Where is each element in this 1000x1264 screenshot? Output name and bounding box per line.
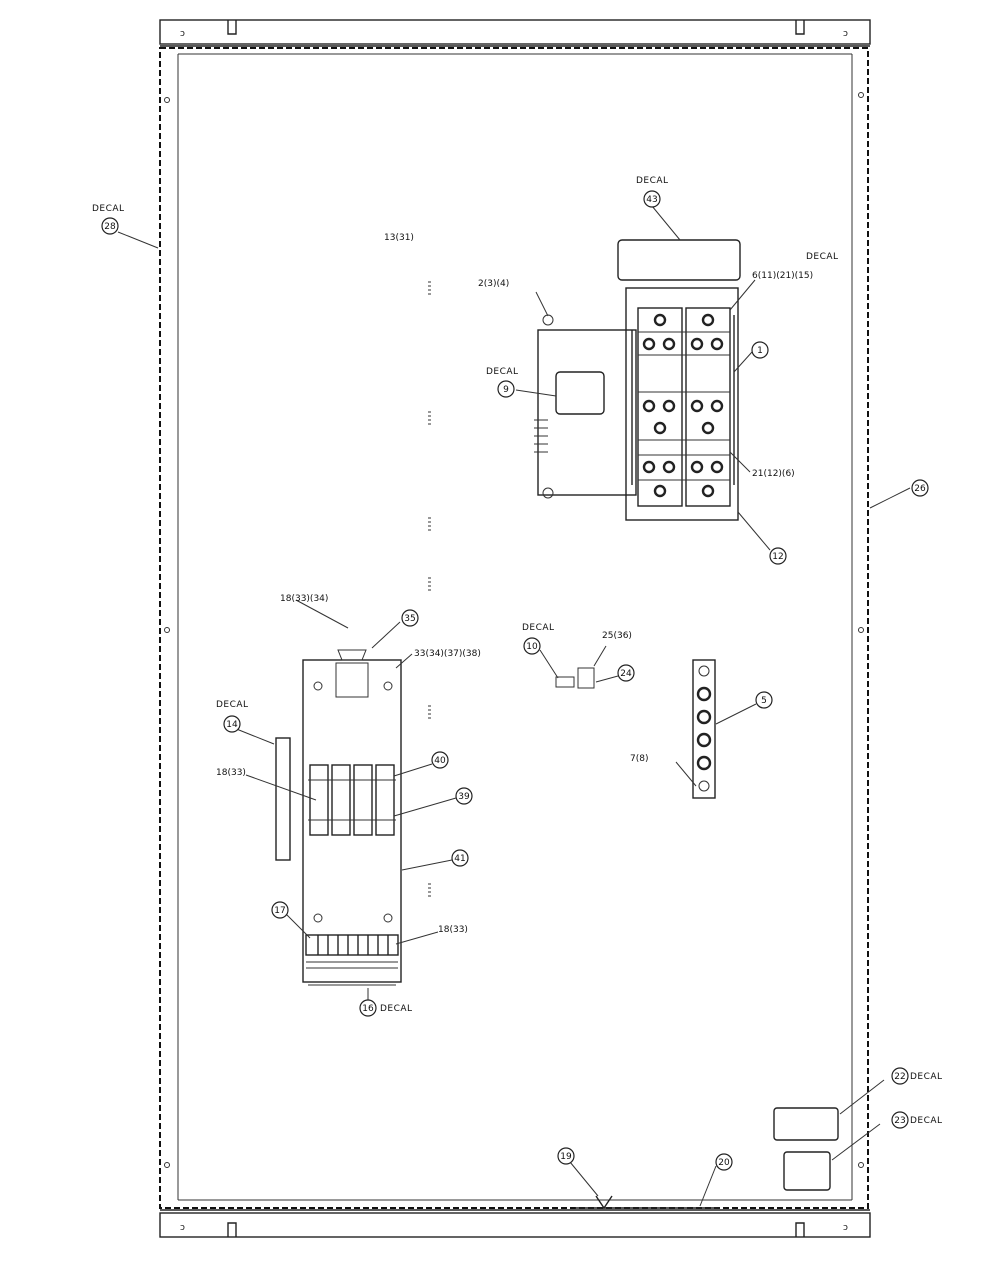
decal-label-10: DECAL [522, 623, 555, 633]
leader-lines [117, 205, 911, 1207]
control-subpanel [275, 649, 402, 986]
callout-23: 23 [894, 1116, 905, 1126]
callout-labels: DECAL 28 DECAL 43 13(31) 2(3)(4) DECAL 6… [92, 176, 943, 1171]
callout-26: 26 [914, 484, 926, 494]
callout-22: 22 [894, 1072, 905, 1082]
callout-13-31: 13(31) [384, 233, 414, 243]
callout-41: 41 [454, 854, 465, 864]
decal-label-22: DECAL [910, 1072, 943, 1082]
svg-text:ɔ: ɔ [843, 1223, 848, 1233]
wire-tie-marks [428, 281, 431, 897]
decal-14-strip [275, 737, 291, 861]
callout-7-8: 7(8) [630, 754, 648, 764]
callout-6-11-21-15: 6(11)(21)(15) [752, 271, 813, 281]
callout-16: 16 [362, 1004, 374, 1014]
callout-33-34-37-38: 33(34)(37)(38) [414, 649, 481, 659]
decal-23-plate [783, 1151, 831, 1191]
callout-18-33-right: 18(33) [438, 925, 468, 935]
decal-label-16: DECAL [380, 1004, 413, 1014]
decal-label-15: DECAL [806, 252, 839, 262]
decal-label-43: DECAL [636, 176, 669, 186]
callout-18-33-left: 18(33) [216, 768, 246, 778]
callout-24: 24 [620, 669, 632, 679]
center-small-parts [555, 667, 720, 1210]
decal-43-plate [617, 239, 741, 281]
callout-35: 35 [404, 614, 415, 624]
callout-39: 39 [458, 792, 470, 802]
callout-17: 17 [274, 906, 285, 916]
callout-5: 5 [761, 696, 767, 706]
callout-25-36: 25(36) [602, 631, 632, 641]
main-breaker-assembly [534, 239, 741, 521]
callout-21-12-6: 21(12)(6) [752, 469, 795, 479]
callout-9: 9 [503, 385, 509, 395]
svg-text:ɔ: ɔ [843, 29, 848, 39]
callout-10: 10 [526, 642, 538, 652]
callout-19: 19 [560, 1152, 572, 1162]
callout-43: 43 [646, 195, 657, 205]
callout-20: 20 [718, 1158, 730, 1168]
ground-bar [692, 659, 716, 799]
callout-28: 28 [104, 222, 116, 232]
decal-22-plate [773, 1107, 839, 1141]
callout-40: 40 [434, 756, 446, 766]
decal-9-plate [555, 371, 605, 415]
callout-1: 1 [757, 346, 763, 356]
callout-12: 12 [772, 552, 783, 562]
callout-2-3-4: 2(3)(4) [478, 279, 509, 289]
decal-label-23: DECAL [910, 1116, 943, 1126]
decal-label-14: DECAL [216, 700, 249, 710]
decal-label-28: DECAL [92, 204, 125, 214]
callout-14: 14 [226, 720, 238, 730]
decal-label-9: DECAL [486, 367, 519, 377]
enclosure-panel: ɔ ɔ ɔ ɔ [159, 19, 871, 1238]
svg-text:ɔ: ɔ [180, 1223, 185, 1233]
callout-18-33-34: 18(33)(34) [280, 594, 328, 604]
svg-text:ɔ: ɔ [180, 29, 185, 39]
